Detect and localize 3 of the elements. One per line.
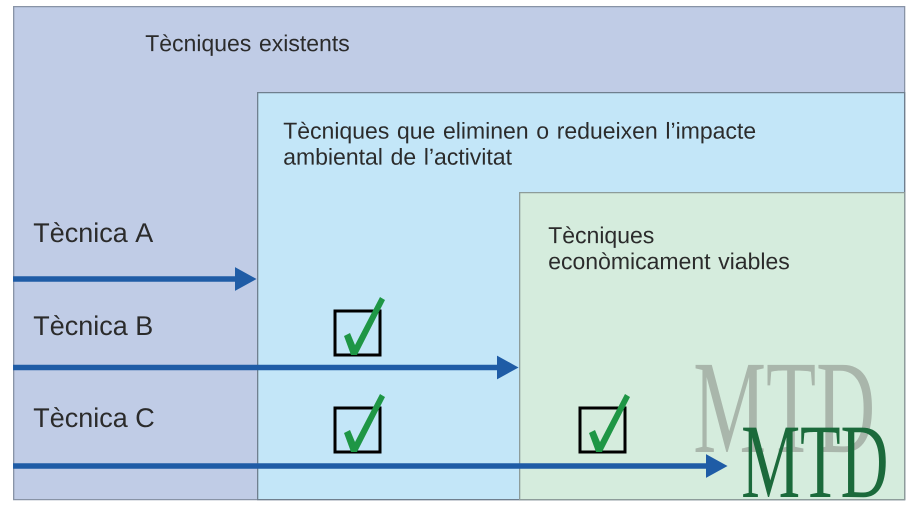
edge-label: Tècnica B	[34, 315, 152, 336]
edge-label: Tècnica C	[34, 407, 154, 428]
edge-label: Tècnica A	[34, 222, 154, 242]
